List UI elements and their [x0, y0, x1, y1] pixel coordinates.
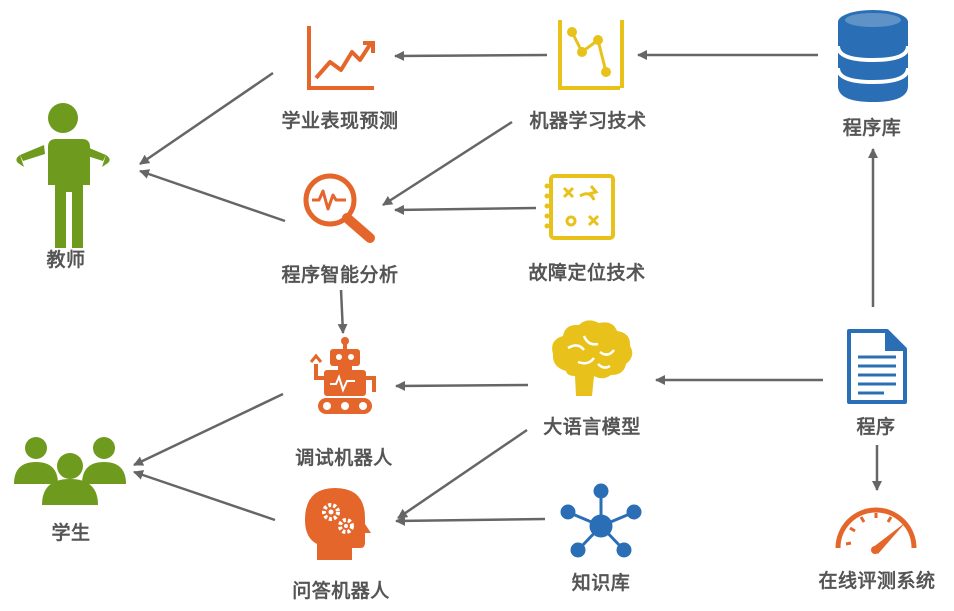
edge-ml-performance — [394, 50, 548, 61]
judge-label: 在线评测系统 — [818, 570, 936, 592]
strategy-board-icon — [544, 174, 615, 240]
fault-label: 故障定位技术 — [528, 262, 646, 284]
edge-ml-analysis — [382, 120, 513, 207]
edge-analysis-teacher — [139, 169, 286, 223]
edge-debug_robot-student — [133, 392, 284, 467]
qa-robot-label: 问答机器人 — [292, 580, 390, 602]
robot-icon — [309, 337, 376, 414]
line-chart-icon — [307, 26, 375, 90]
teacher-label: 教师 — [46, 249, 86, 271]
edge-qa_robot-student — [133, 470, 276, 522]
brain-icon — [552, 320, 633, 396]
debug-robot-label: 调试机器人 — [295, 447, 393, 469]
analysis-label: 程序智能分析 — [281, 264, 399, 286]
student-label: 学生 — [51, 522, 91, 544]
edges — [133, 50, 882, 526]
edge-fault-analysis — [394, 204, 537, 215]
gear-head-icon — [305, 488, 371, 560]
program-db-label: 程序库 — [842, 117, 902, 139]
scatter-chart-icon — [558, 20, 624, 90]
edge-analysis-debug_robot — [337, 289, 348, 334]
network-hub-icon — [560, 483, 642, 558]
edge-llm-debug_robot — [395, 380, 529, 391]
edge-performance-teacher — [139, 71, 274, 166]
people-group-icon — [14, 437, 126, 505]
performance-label: 学业表现预测 — [281, 110, 399, 132]
person-icon — [16, 103, 110, 248]
ml-label: 机器学习技术 — [529, 110, 647, 132]
llm-label: 大语言模型 — [543, 416, 641, 438]
edge-llm-qa_robot — [397, 428, 528, 520]
edge-knowledge-qa_robot — [395, 515, 546, 526]
program-label: 程序 — [856, 416, 896, 438]
database-icon — [836, 10, 910, 102]
speedometer-icon — [835, 507, 917, 554]
magnifier-wave-icon — [303, 173, 375, 243]
document-icon — [847, 329, 907, 404]
knowledge-label: 知识库 — [571, 572, 631, 594]
